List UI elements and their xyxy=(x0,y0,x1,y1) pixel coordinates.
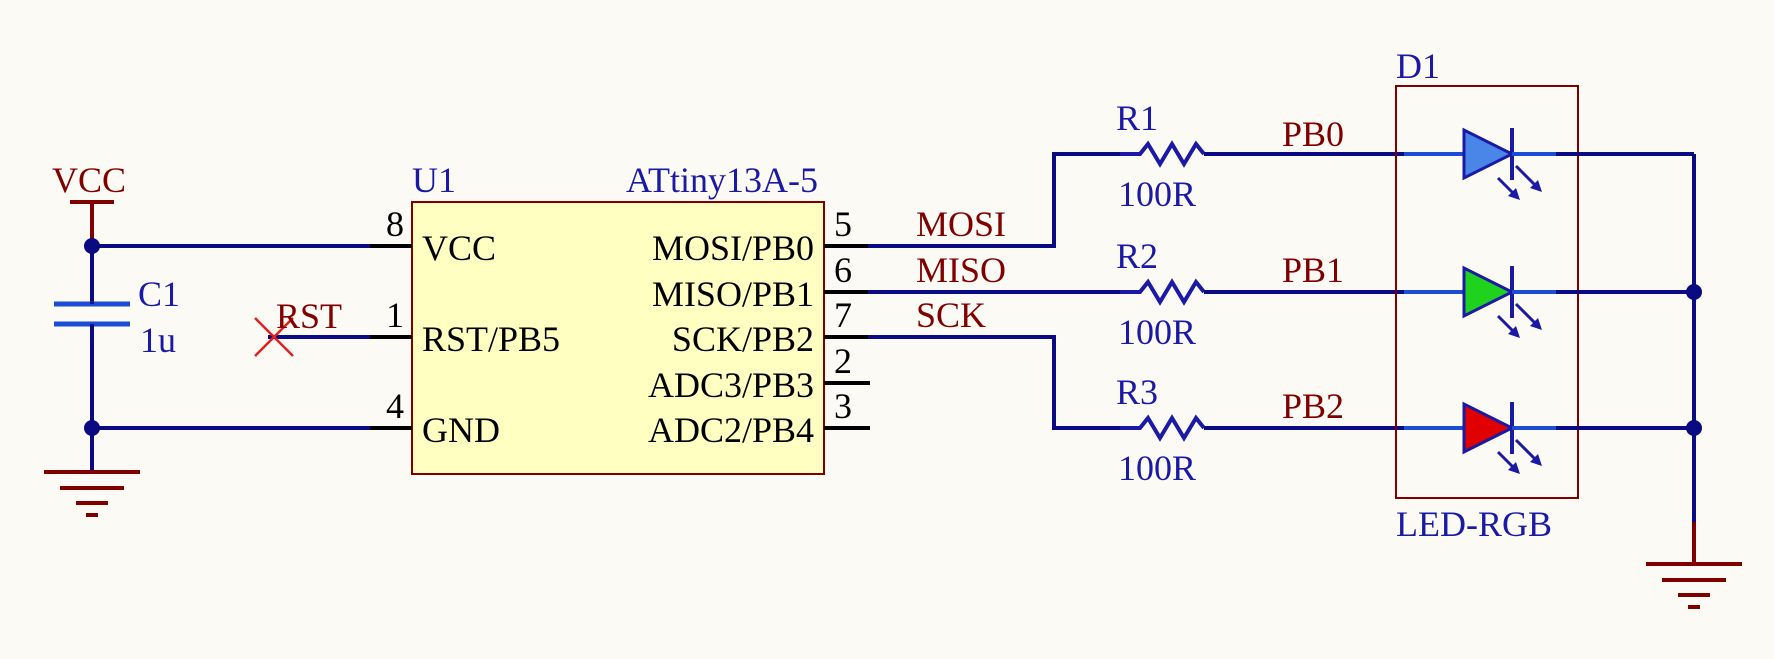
ic-body xyxy=(411,201,825,475)
ground-symbol-left xyxy=(44,470,140,517)
resistor-r2 xyxy=(1120,278,1404,306)
junction-dots-left xyxy=(84,238,100,436)
ic-right-pin-lines xyxy=(824,244,870,430)
resistor-value: 100R xyxy=(1118,312,1196,352)
pin-name: VCC xyxy=(422,228,496,268)
ic-part: ATtiny13A-5 xyxy=(626,160,818,200)
led-part: LED-RGB xyxy=(1396,504,1552,544)
net-label-miso: MISO xyxy=(916,250,1006,290)
left-wires xyxy=(90,244,370,470)
pin-number: 5 xyxy=(834,204,852,244)
no-connect-marker xyxy=(254,317,294,357)
net-label-mosi: MOSI xyxy=(916,204,1006,244)
led-ref: D1 xyxy=(1396,46,1440,86)
pin-number: 3 xyxy=(834,386,852,426)
net-label-pb2: PB2 xyxy=(1282,386,1344,426)
junction-dots-right xyxy=(1686,284,1702,436)
cathode-wires xyxy=(1556,152,1696,522)
ic-ref: U1 xyxy=(412,160,456,200)
led-diode-green xyxy=(1404,265,1556,338)
resistor-value: 100R xyxy=(1118,174,1196,214)
pin-name: ADC2/PB4 xyxy=(648,410,814,450)
net-label-pb0: PB0 xyxy=(1282,114,1344,154)
resistor-value: 100R xyxy=(1118,448,1196,488)
pin-name: SCK/PB2 xyxy=(672,319,814,359)
capacitor-symbol xyxy=(54,301,130,334)
pin-name: MOSI/PB0 xyxy=(652,228,814,268)
resistor-r1 xyxy=(1120,140,1404,168)
pin-number: 2 xyxy=(834,341,852,381)
resistor-ref: R3 xyxy=(1116,372,1158,412)
resistor-ref: R1 xyxy=(1116,98,1158,138)
resistor-ref: R2 xyxy=(1116,236,1158,276)
resistor-r3 xyxy=(1120,414,1404,442)
capacitor-ref: C1 xyxy=(138,274,180,314)
pin-number: 8 xyxy=(386,204,404,244)
pin-name: RST/PB5 xyxy=(422,319,560,359)
pin-name: ADC3/PB3 xyxy=(648,365,814,405)
capacitor-value: 1u xyxy=(140,320,176,360)
net-label-sck: SCK xyxy=(916,295,986,335)
signal-wires xyxy=(868,152,1120,430)
ground-symbol-right xyxy=(1646,522,1742,609)
pin-name: MISO/PB1 xyxy=(652,274,814,314)
led-diode-red xyxy=(1404,401,1556,474)
pin-number: 1 xyxy=(386,295,404,335)
pin-name: GND xyxy=(422,410,500,450)
net-label-pb1: PB1 xyxy=(1282,250,1344,290)
pin-number: 4 xyxy=(386,386,404,426)
vcc-label: VCC xyxy=(52,160,126,200)
led-diode-blue xyxy=(1404,127,1556,200)
pin-number: 6 xyxy=(834,250,852,290)
net-label-rst: RST xyxy=(276,296,342,336)
pin-number: 7 xyxy=(834,295,852,335)
ic-left-pin-lines xyxy=(370,244,412,430)
